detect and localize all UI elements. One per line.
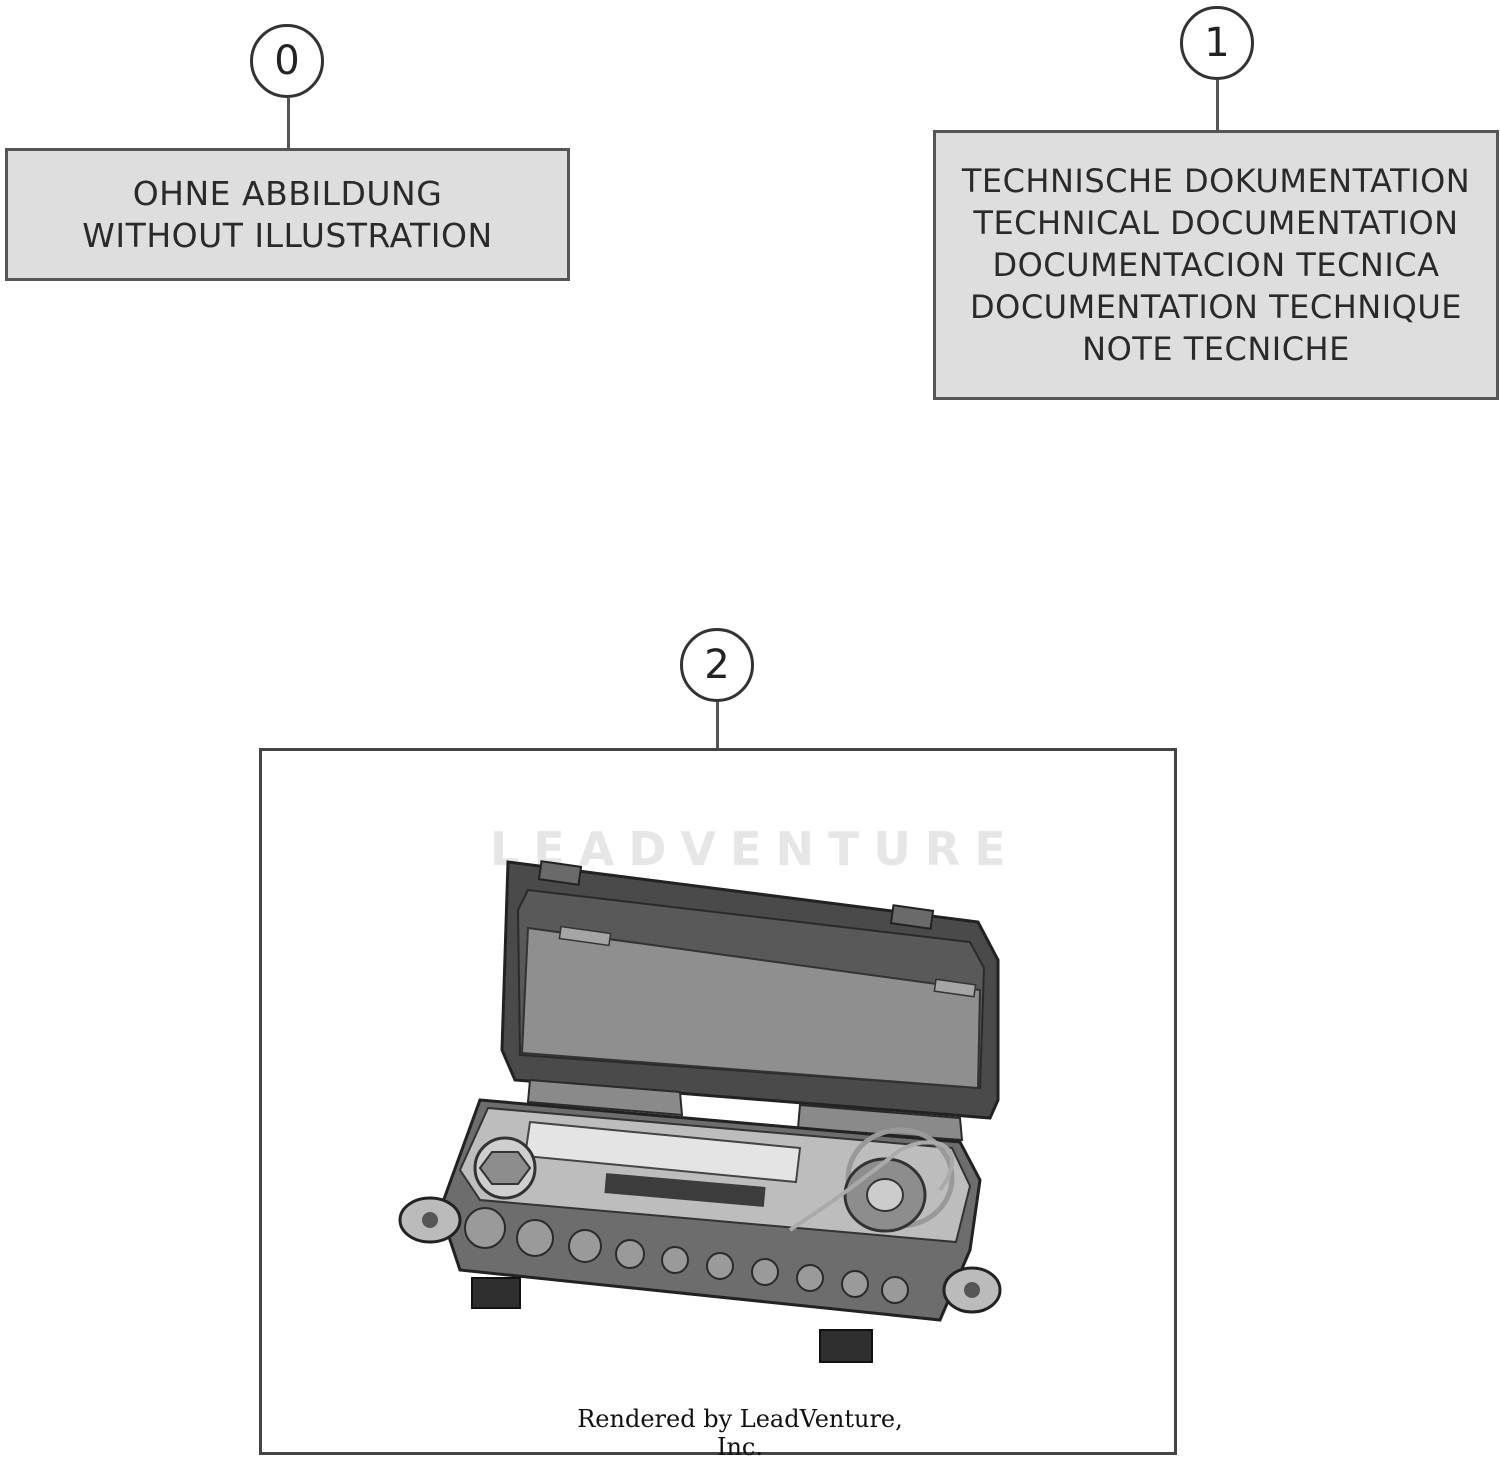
leader-line-1	[1216, 80, 1219, 130]
callout-0[interactable]: 0	[250, 24, 324, 98]
toolkit-illustration-frame[interactable]	[259, 748, 1177, 1455]
toolkit-lid	[500, 860, 1000, 1120]
box1-line-4: DOCUMENTATION TECHNIQUE	[970, 288, 1462, 326]
toolkit-tray	[398, 1098, 1002, 1363]
box1-line-5: NOTE TECNICHE	[1082, 330, 1350, 368]
box1-line-1: TECHNISCHE DOKUMENTATION	[961, 162, 1471, 200]
label-box-technical-documentation: TECHNISCHE DOKUMENTATION TECHNICAL DOCUM…	[933, 130, 1499, 400]
leader-line-0	[287, 98, 290, 148]
label-box-without-illustration: OHNE ABBILDUNG WITHOUT ILLUSTRATION	[5, 148, 570, 281]
box1-line-2: TECHNICAL DOCUMENTATION	[973, 204, 1459, 242]
callout-2-number: 2	[704, 642, 730, 688]
box0-line-2: WITHOUT ILLUSTRATION	[82, 215, 493, 255]
leader-line-2	[716, 702, 719, 748]
callout-0-number: 0	[274, 38, 300, 84]
callout-2[interactable]: 2	[680, 628, 754, 702]
toolkit-case-illustration	[398, 860, 1002, 1363]
box0-line-1: OHNE ABBILDUNG	[132, 173, 443, 213]
rendered-by-credit: Rendered by LeadVenture, Inc.	[577, 1405, 903, 1461]
callout-1[interactable]: 1	[1180, 6, 1254, 80]
callout-1-number: 1	[1204, 20, 1230, 66]
box1-line-3: DOCUMENTACION TECNICA	[992, 246, 1440, 284]
